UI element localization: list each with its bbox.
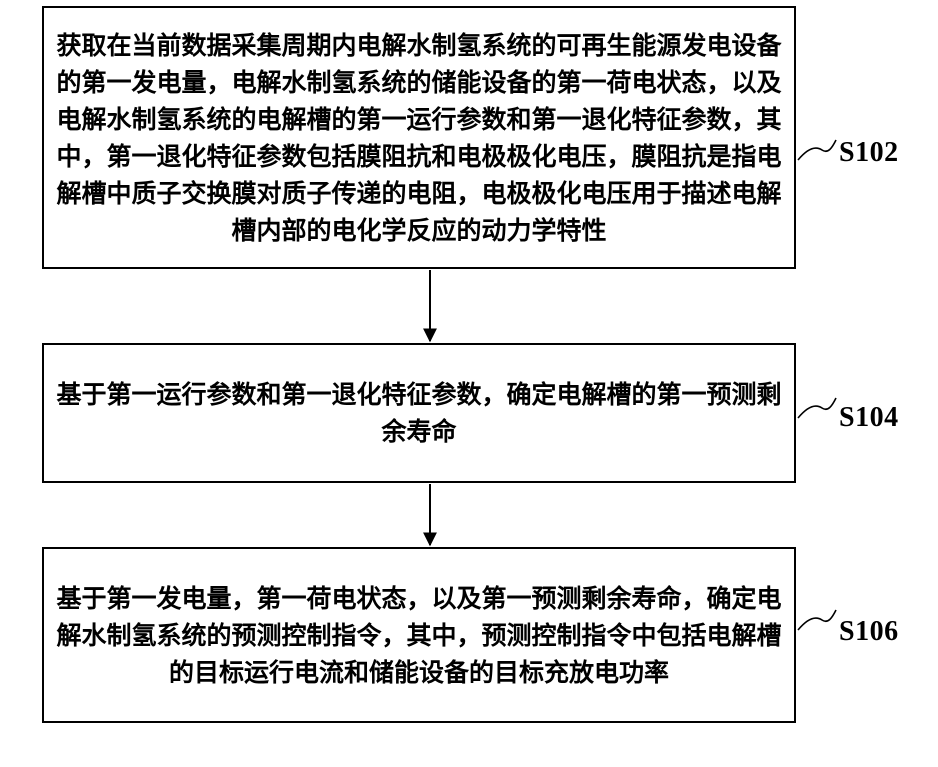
step-label-s106: S106	[839, 616, 899, 648]
leader-line-s106	[798, 610, 836, 630]
step-label-s102: S102	[839, 137, 899, 169]
leader-line-s102	[798, 140, 836, 160]
step-text-s106: 基于第一发电量，第一荷电状态，以及第一预测剩余寿命，确定电解水制氢系统的预测控制…	[52, 580, 786, 691]
leader-line-s104	[798, 398, 836, 418]
step-box-s106: 基于第一发电量，第一荷电状态，以及第一预测剩余寿命，确定电解水制氢系统的预测控制…	[42, 547, 796, 723]
step-text-s104: 基于第一运行参数和第一退化特征参数，确定电解槽的第一预测剩余寿命	[52, 376, 786, 450]
step-box-s104: 基于第一运行参数和第一退化特征参数，确定电解槽的第一预测剩余寿命	[42, 343, 796, 483]
step-label-s104: S104	[839, 402, 899, 434]
step-box-s102: 获取在当前数据采集周期内电解水制氢系统的可再生能源发电设备的第一发电量，电解水制…	[42, 6, 796, 269]
step-text-s102: 获取在当前数据采集周期内电解水制氢系统的可再生能源发电设备的第一发电量，电解水制…	[52, 27, 786, 249]
